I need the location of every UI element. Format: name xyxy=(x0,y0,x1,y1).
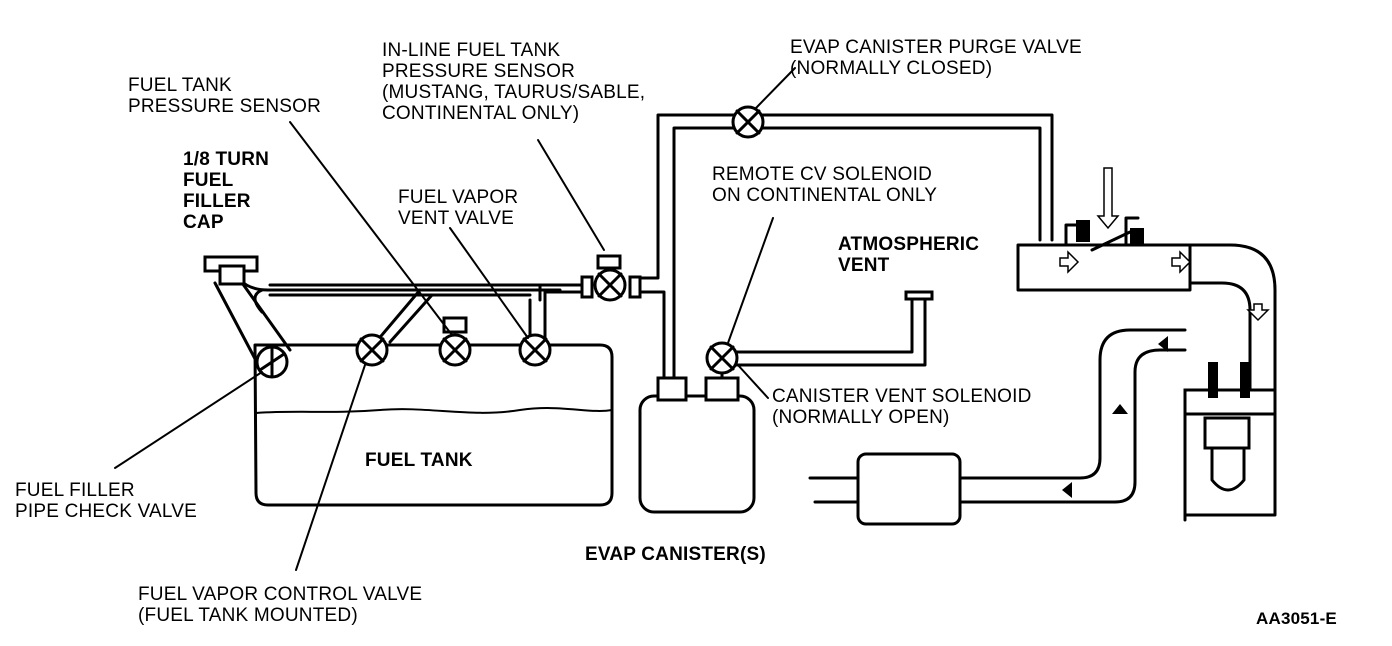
label-vapor-vent-valve: FUEL VAPOR VENT VALVE xyxy=(398,187,518,229)
label-fuel-tank: FUEL TANK xyxy=(365,450,473,471)
label-line: PRESSURE SENSOR xyxy=(382,61,576,82)
canister-vent-solenoid xyxy=(705,341,739,375)
label-line: FUEL VAPOR xyxy=(398,187,519,208)
label-filler-cap: 1/8 TURN FUEL FILLER CAP xyxy=(183,149,269,233)
label-line: PRESSURE SENSOR xyxy=(128,96,322,117)
fuel-tank xyxy=(253,343,614,507)
label-line: VENT xyxy=(838,255,890,276)
label-line: FUEL TANK xyxy=(365,450,473,471)
label-in-line-sensor: IN-LINE FUEL TANK PRESSURE SENSOR (MUSTA… xyxy=(382,40,645,124)
label-line: FUEL VAPOR CONTROL VALVE xyxy=(138,584,423,605)
atmospheric-vent-line xyxy=(720,290,934,380)
label-line: PIPE CHECK VALVE xyxy=(15,501,198,522)
label-fuel-tank-pressure-sensor: FUEL TANK PRESSURE SENSOR xyxy=(128,75,321,117)
leader-lines xyxy=(114,67,796,571)
vapor-lines xyxy=(268,283,588,344)
fuel-filler-cap xyxy=(203,255,259,286)
label-line: CAP xyxy=(183,212,224,233)
label-line: IN-LINE FUEL TANK xyxy=(382,40,561,61)
label-line: ON CONTINENTAL ONLY xyxy=(712,185,938,206)
evap-canister-purge-valve xyxy=(731,105,765,139)
fuel-tank-pressure-sensor xyxy=(438,316,472,367)
label-line: AA3051-E xyxy=(1256,609,1337,628)
label-atmospheric-vent: ATMOSPHERIC VENT xyxy=(838,234,979,276)
label-evap-canister: EVAP CANISTER(S) xyxy=(585,544,766,565)
label-remote-cv-solenoid: REMOTE CV SOLENOID ON CONTINENTAL ONLY xyxy=(712,164,937,206)
evap-canister xyxy=(638,376,756,514)
label-line: (FUEL TANK MOUNTED) xyxy=(138,605,358,626)
fuel-vapor-control-valve xyxy=(355,333,389,367)
label-line: VENT VALVE xyxy=(398,208,515,229)
label-line: FILLER xyxy=(183,191,251,212)
label-line: FUEL FILLER xyxy=(15,480,135,501)
label-line: REMOTE CV SOLENOID xyxy=(712,164,933,185)
label-line: ATMOSPHERIC xyxy=(838,234,980,255)
figure-code: AA3051-E xyxy=(1256,608,1337,629)
label-line: FUEL TANK xyxy=(128,75,232,96)
label-vapor-control-valve: FUEL VAPOR CONTROL VALVE (FUEL TANK MOUN… xyxy=(138,584,422,626)
filler-pipe-check-valve xyxy=(255,345,289,379)
label-line: 1/8 TURN xyxy=(183,149,270,170)
label-line: FUEL xyxy=(183,170,234,191)
label-line: EVAP CANISTER PURGE VALVE xyxy=(790,37,1082,58)
label-filler-pipe-check-valve: FUEL FILLER PIPE CHECK VALVE xyxy=(15,480,197,522)
engine xyxy=(1183,362,1277,522)
in-line-fuel-tank-pressure-sensor xyxy=(580,254,642,302)
fuel-vapor-vent-valve xyxy=(518,333,552,367)
purge-line xyxy=(638,113,1054,380)
label-purge-valve: EVAP CANISTER PURGE VALVE (NORMALLY CLOS… xyxy=(790,37,1082,79)
label-line: CANISTER VENT SOLENOID xyxy=(772,386,1032,407)
label-line: (NORMALLY OPEN) xyxy=(772,407,950,428)
label-line: CONTINENTAL ONLY) xyxy=(382,103,580,124)
label-canister-vent-solenoid: CANISTER VENT SOLENOID (NORMALLY OPEN) xyxy=(772,386,1032,428)
label-line: (MUSTANG, TAURUS/SABLE, xyxy=(382,82,646,103)
label-line: EVAP CANISTER(S) xyxy=(585,544,766,565)
air-duct xyxy=(808,328,1187,526)
throttle-body xyxy=(1016,167,1277,397)
label-line: (NORMALLY CLOSED) xyxy=(790,58,993,79)
